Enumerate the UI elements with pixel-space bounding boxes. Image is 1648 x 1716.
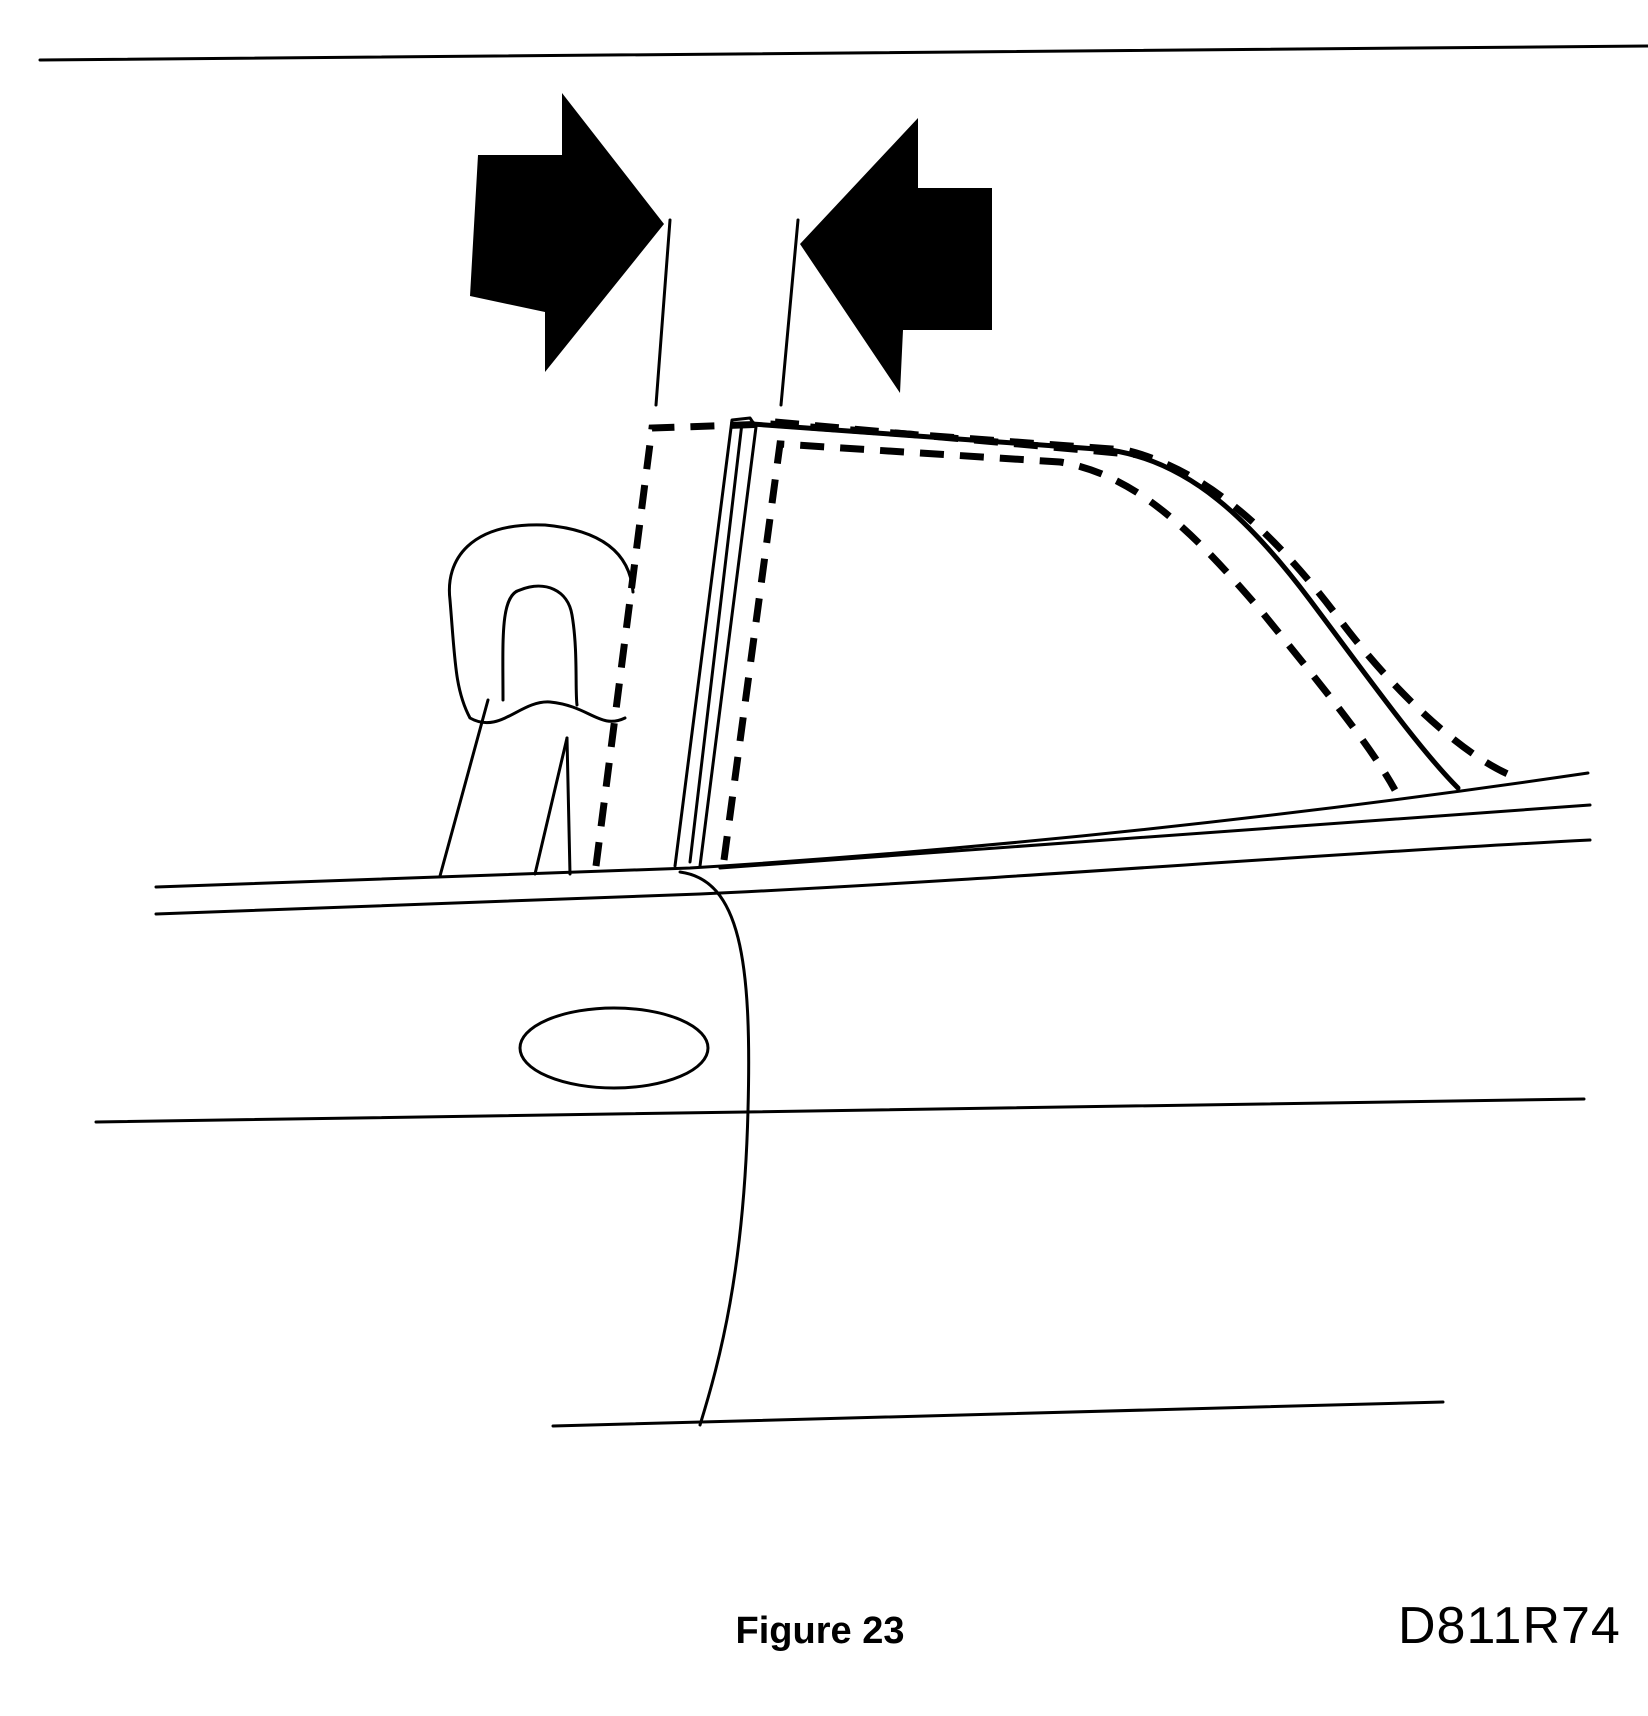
- window-frame-solid: [749, 421, 1461, 791]
- seat-back: [438, 698, 490, 878]
- left-arrow-icon: [470, 93, 664, 372]
- body-side-line: [94, 1097, 1586, 1124]
- top-rule: [38, 44, 1648, 62]
- figure-caption: Figure 23: [735, 1610, 905, 1652]
- b-pillar: [673, 416, 758, 868]
- right-arrow-icon: [800, 118, 992, 393]
- window-outline-dashed-outer: [592, 420, 1517, 867]
- belt-line-mid: [718, 803, 1592, 870]
- roof-rail-dashed: [774, 418, 1141, 459]
- rocker-line: [551, 1400, 1445, 1428]
- seat-back-lower: [565, 736, 572, 876]
- belt-line-upper: [154, 771, 1590, 889]
- gap-line-left: [654, 218, 672, 407]
- window-outline-dashed-inner: [720, 440, 1399, 861]
- seat-back-edge: [533, 736, 569, 876]
- headrest-post: [501, 584, 579, 707]
- seat-headrest: [447, 523, 635, 725]
- b-pillar-inner: [688, 421, 744, 864]
- gap-line-right: [779, 218, 800, 407]
- door-seam: [678, 870, 751, 1427]
- door-handle: [518, 1006, 710, 1090]
- belt-line-lower: [154, 838, 1592, 916]
- reference-code: D811R74: [1398, 1597, 1621, 1655]
